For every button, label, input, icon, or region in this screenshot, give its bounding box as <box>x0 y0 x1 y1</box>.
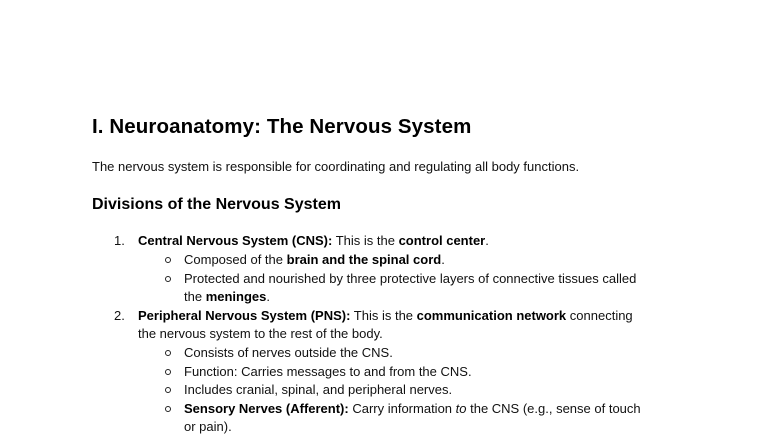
term-pns: Peripheral Nervous System (PNS): <box>138 308 351 323</box>
list-subitem-continuation: the meninges. <box>184 289 270 304</box>
list-subitem: Protected and nourished by three protect… <box>184 271 637 286</box>
list-item-pns: Peripheral Nervous System (PNS): This is… <box>138 308 633 323</box>
list-subitem: Function: Carries messages to and from t… <box>184 364 472 379</box>
intro-paragraph: The nervous system is responsible for co… <box>92 159 580 174</box>
term-cns: Central Nervous System (CNS): <box>138 233 333 248</box>
list-number: 1. <box>114 233 125 248</box>
bullet-circle-icon <box>165 387 171 393</box>
list-subitem: Includes cranial, spinal, and peripheral… <box>184 382 453 397</box>
bullet-circle-icon <box>165 350 171 356</box>
bullet-circle-icon <box>165 276 171 282</box>
list-item-cns: Central Nervous System (CNS): This is th… <box>138 233 489 248</box>
list-number: 2. <box>114 308 125 323</box>
section-heading: Divisions of the Nervous System <box>92 196 341 213</box>
list-subitem-sensory: Sensory Nerves (Afferent): Carry informa… <box>184 401 641 416</box>
list-subitem: Consists of nerves outside the CNS. <box>184 345 393 360</box>
bullet-circle-icon <box>165 406 171 412</box>
list-subitem: Composed of the brain and the spinal cor… <box>184 252 445 267</box>
page-title: I. Neuroanatomy: The Nervous System <box>92 115 472 138</box>
bullet-circle-icon <box>165 257 171 263</box>
list-item-continuation: the nervous system to the rest of the bo… <box>138 326 383 341</box>
bullet-circle-icon <box>165 369 171 375</box>
list-subitem-continuation: or pain). <box>184 419 232 434</box>
